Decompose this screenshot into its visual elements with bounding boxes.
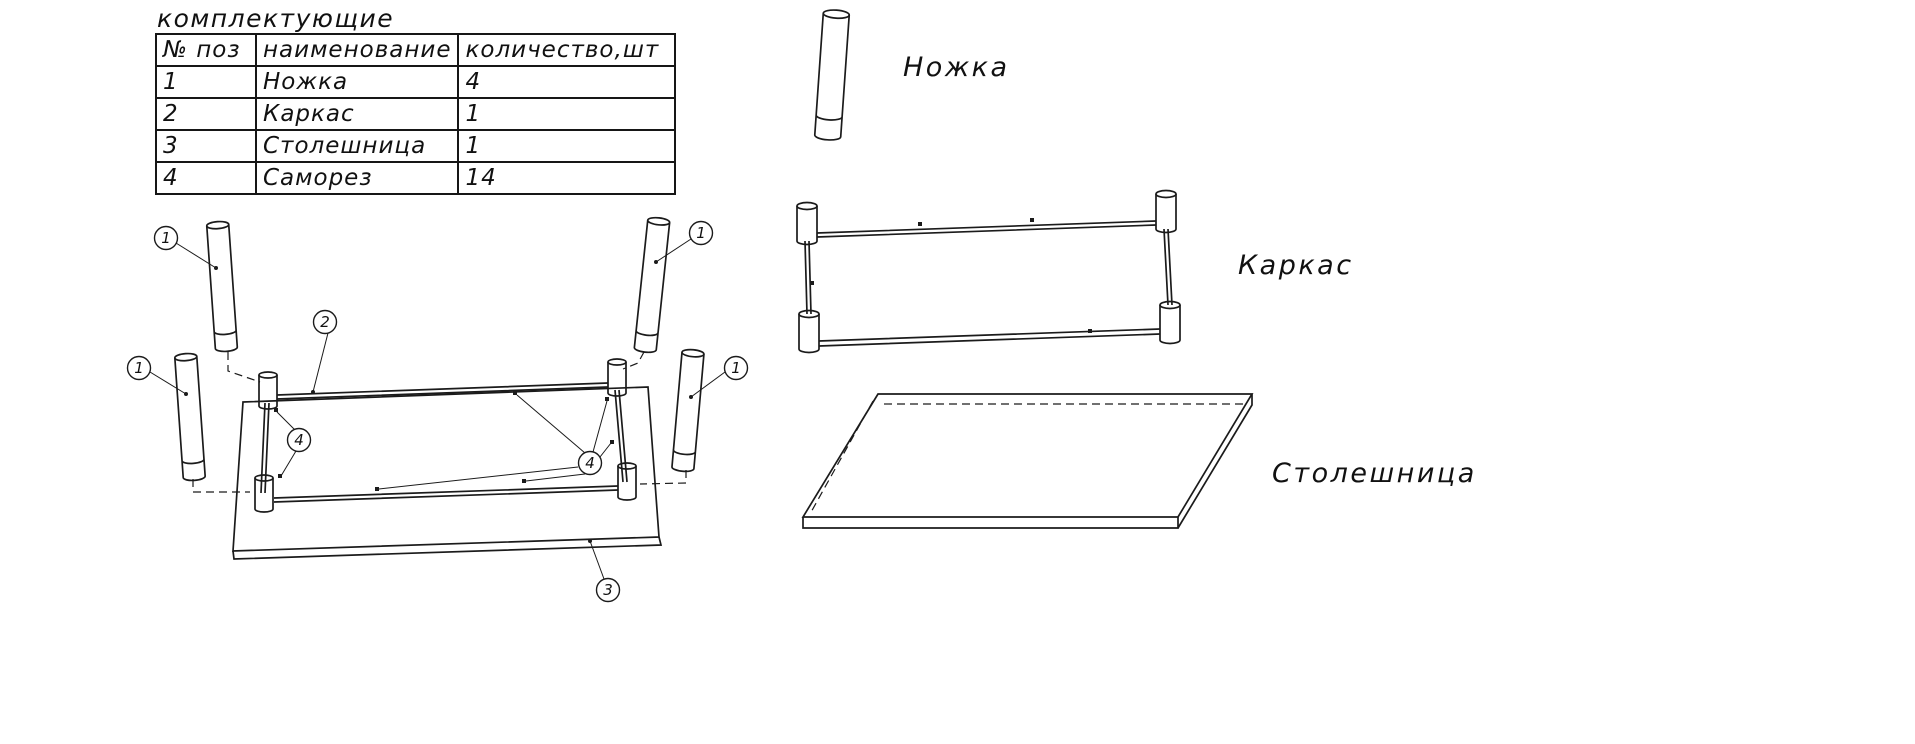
cell-position: 3 [155, 129, 257, 163]
cell-name: Каркас [254, 97, 460, 131]
tabletop-label: Столешница [1272, 458, 1477, 489]
corner-post [1155, 189, 1177, 234]
callout-number: 1 [161, 229, 171, 247]
callout-leg: 1 [153, 225, 218, 270]
header-name: наименование [254, 33, 460, 67]
callout-number: 3 [603, 581, 613, 599]
exploded-frame [254, 358, 637, 513]
callout-leg: 1 [654, 220, 714, 264]
cell-name: Саморез [254, 161, 460, 195]
callout-leg: 1 [126, 355, 188, 396]
corner-post [607, 358, 627, 397]
parts-list-title: комплектующие [157, 4, 395, 33]
cell-name: Ножка [254, 65, 460, 99]
corner-post [798, 309, 820, 354]
cell-position: 4 [155, 161, 257, 195]
cell-quantity: 14 [457, 161, 677, 195]
table-row: 3 Столешница 1 [155, 129, 677, 163]
corner-post [796, 201, 818, 246]
callout-screw: 4 [276, 411, 312, 477]
frame-label: Каркас [1238, 250, 1354, 281]
table-header-row: № поз наименование количество,шт [155, 33, 677, 67]
screw-marks [274, 391, 614, 491]
cell-position: 2 [155, 97, 257, 131]
callout-number: 4 [294, 431, 304, 449]
cell-quantity: 1 [457, 129, 677, 163]
callout-number: 1 [134, 359, 144, 377]
exploded-view: 1 1 1 1 2 3 [126, 216, 749, 603]
corner-post [258, 371, 278, 410]
callout-frame: 2 [311, 309, 338, 394]
leg-part-drawing [813, 9, 851, 141]
corner-post [617, 462, 637, 501]
cell-quantity: 1 [457, 97, 677, 131]
cell-position: 1 [155, 65, 257, 99]
table-row: 2 Каркас 1 [155, 97, 677, 131]
table-row: 1 Ножка 4 [155, 65, 677, 99]
exploded-leg [671, 348, 705, 473]
table-row: 4 Саморез 14 [155, 161, 677, 195]
callout-number: 2 [320, 313, 330, 331]
corner-post [1159, 300, 1181, 345]
assembly-connectors [192, 351, 687, 493]
tabletop-part-drawing [801, 393, 1254, 529]
header-quantity: количество,шт [457, 33, 677, 67]
exploded-leg [205, 220, 239, 353]
callout-leg: 1 [689, 355, 749, 399]
callout-number: 1 [731, 359, 741, 377]
frame-part-drawing [796, 189, 1181, 354]
cell-name: Столешница [254, 129, 460, 163]
cell-quantity: 4 [457, 65, 677, 99]
screw-marks [810, 218, 1092, 333]
callout-number: 4 [585, 454, 595, 472]
callout-number: 1 [696, 224, 706, 242]
header-position: № поз [155, 33, 257, 67]
parts-table: № поз наименование количество,шт 1 Ножка… [155, 33, 677, 195]
corner-post [254, 474, 274, 513]
callout-screw: 4 [378, 394, 612, 490]
exploded-leg [633, 216, 671, 354]
leg-label: Ножка [903, 52, 1010, 83]
exploded-leg [173, 352, 207, 482]
callout-tabletop: 3 [588, 539, 621, 603]
